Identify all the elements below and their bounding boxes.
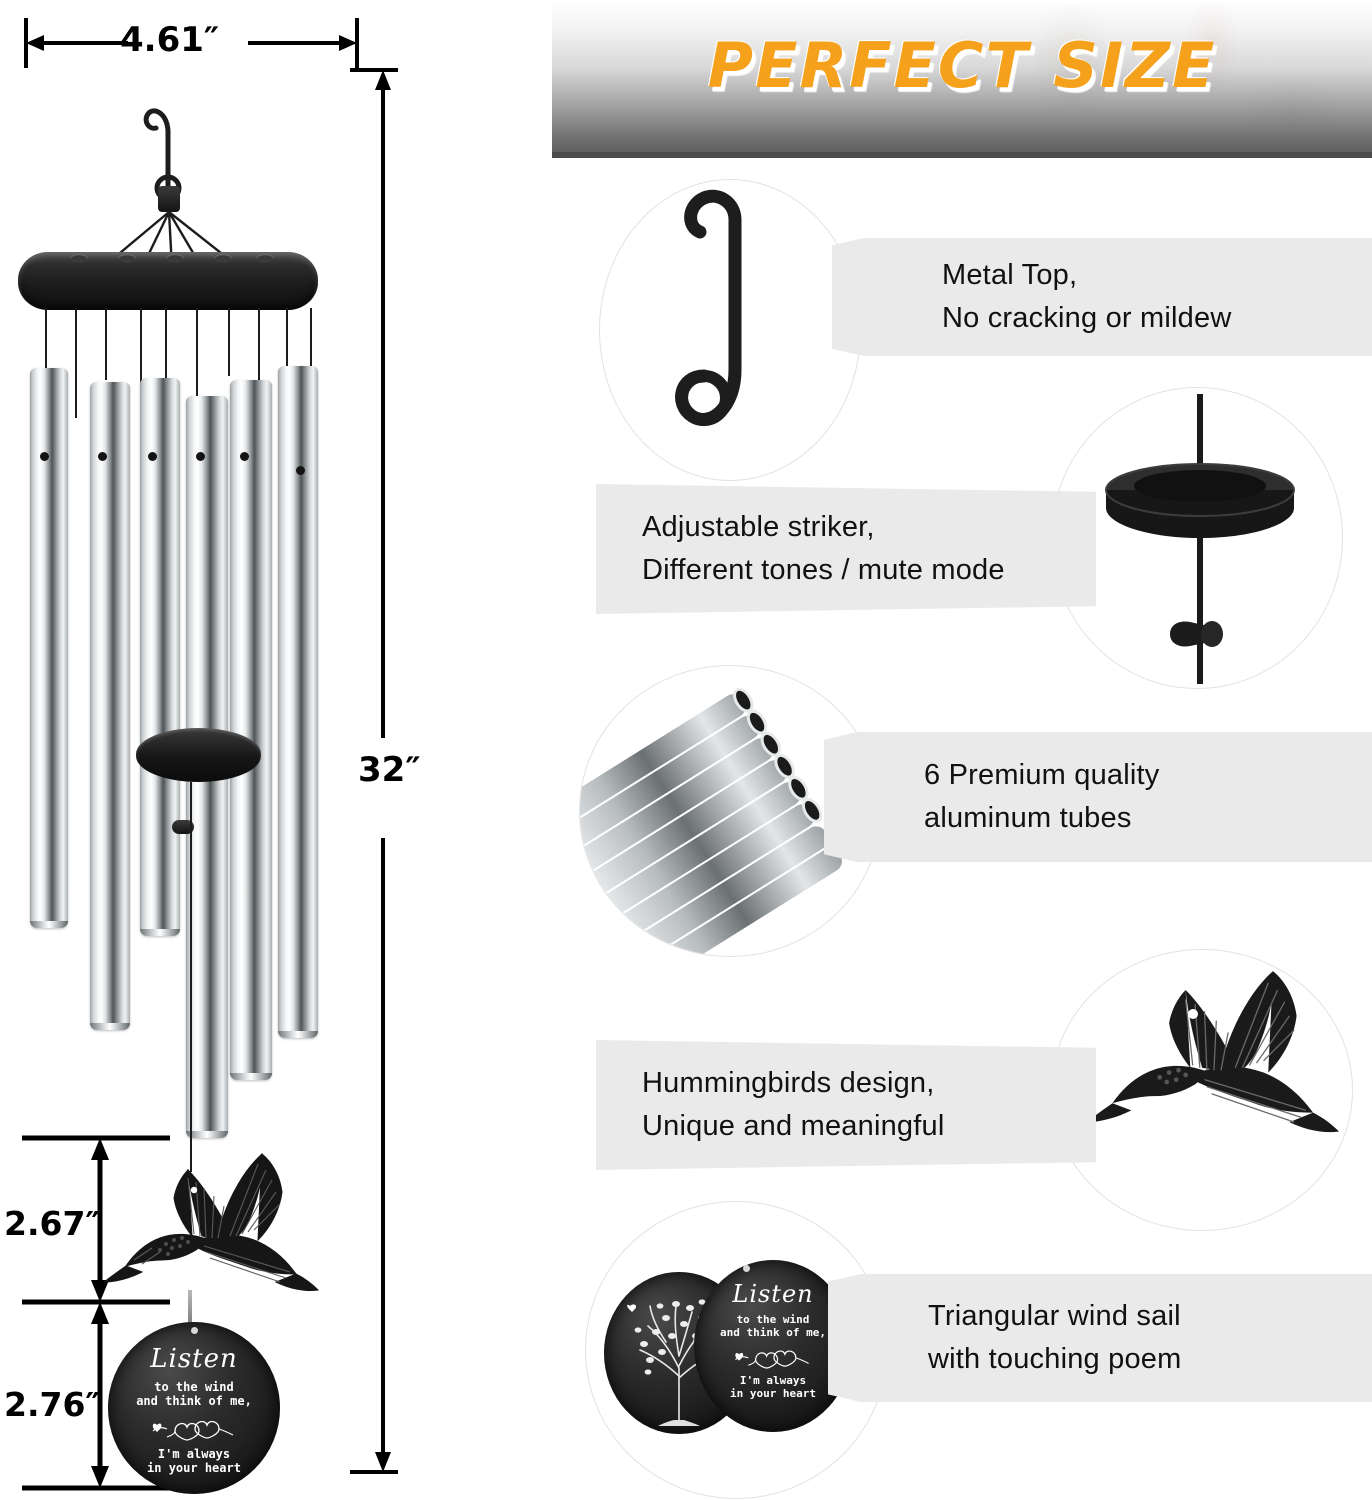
ornament-link <box>188 1290 192 1326</box>
striker-photo <box>1052 388 1342 688</box>
poem-line-4: in your heart <box>729 1387 817 1400</box>
disc-hole <box>628 1277 636 1284</box>
tube-wire <box>45 308 47 370</box>
sail-dimension-label: 2.76″ <box>4 1385 101 1424</box>
tube-knot <box>240 452 249 461</box>
callout-metal-top-line2: No cracking or mildew <box>942 302 1232 334</box>
tube-wire <box>105 308 107 380</box>
wind-sail-poem-disc: Listen to the wind and think of me, I'm … <box>694 1260 852 1432</box>
poem-disc: Listen to the wind and think of me, I'm … <box>108 1322 280 1494</box>
hearts-icon <box>152 1420 234 1441</box>
tube-knot <box>296 466 305 475</box>
tube-knot <box>98 452 107 461</box>
ornament-dimension-label: 2.67″ <box>4 1204 101 1243</box>
ornament-dimension-line <box>0 1135 170 1491</box>
tube-wire <box>286 308 288 370</box>
callout-tubes-line2: aluminum tubes <box>924 802 1132 834</box>
suspension-wires <box>101 211 241 269</box>
callout-wind-sail: Triangular wind sail with touching poem <box>828 1274 1372 1402</box>
dimension-drawing: 4.61″ 32″ 2.67″ 2.76″ <box>0 0 550 1500</box>
feature-callout-column: Metal Top, No cracking or mildew Adjusta… <box>552 160 1372 1500</box>
hummingbird-ornament <box>102 1152 320 1291</box>
height-dimension-line <box>350 68 398 1474</box>
width-dimension-label: 4.61″ <box>120 20 220 60</box>
poem-line-2: and think of me, <box>720 1326 826 1339</box>
callout-tubes: 6 Premium quality aluminum tubes <box>824 732 1372 862</box>
callout-striker-line1: Adjustable striker, <box>642 511 875 544</box>
chime-tube <box>230 380 272 1080</box>
callout-wind-sail-line2: with touching poem <box>928 1343 1182 1375</box>
callout-hummingbird-line2: Unique and meaningful <box>642 1110 945 1142</box>
poem-line-1: to the wind <box>736 1313 810 1326</box>
center-cord <box>190 782 192 1172</box>
chime-tube <box>30 368 68 928</box>
poem-line-3: I'm always <box>157 1447 231 1461</box>
poem-word-listen: Listen <box>732 1280 814 1308</box>
callout-striker-line2: Different tones / mute mode <box>642 554 1005 586</box>
poem-line-2: and think of me, <box>136 1394 252 1408</box>
tube-wire <box>196 308 198 430</box>
metal-top-cap <box>18 252 318 310</box>
poem-line-3: I'm always <box>739 1374 807 1387</box>
striker-disc <box>136 728 261 782</box>
tube-wire <box>228 308 230 376</box>
tube-knot <box>196 452 205 461</box>
poem-line-4: in your heart <box>147 1461 241 1475</box>
hummingbird-photo <box>1052 950 1352 1230</box>
striker-stopper <box>172 820 194 834</box>
callout-wind-sail-line1: Triangular wind sail <box>928 1300 1181 1333</box>
hearts-icon <box>735 1350 809 1369</box>
callout-hummingbird: Hummingbirds design, Unique and meaningf… <box>596 1040 1096 1170</box>
tube-wire <box>140 308 142 426</box>
tube-wire <box>75 308 77 418</box>
banner-underline <box>552 152 1372 158</box>
callout-metal-top: Metal Top, No cracking or mildew <box>832 238 1372 356</box>
tube-wire <box>165 308 167 386</box>
width-dimension-line <box>24 18 359 72</box>
poem-line-1: to the wind <box>154 1380 234 1394</box>
callout-hummingbird-line1: Hummingbirds design, <box>642 1067 935 1100</box>
banner-title: PERFECT SIZE <box>707 29 1217 102</box>
callout-metal-top-line1: Metal Top, <box>942 259 1078 292</box>
tube-wire <box>258 308 260 422</box>
chime-tube <box>90 382 130 1030</box>
tube-knot <box>40 452 49 461</box>
disc-hole <box>742 1265 750 1272</box>
chime-tube <box>278 366 318 1038</box>
header-banner: PERFECT SIZE <box>552 3 1372 158</box>
banner-background-texture <box>952 3 1372 158</box>
disc-hole <box>190 1327 198 1334</box>
poem-word-listen: Listen <box>150 1344 238 1374</box>
metal-top-photo <box>600 180 860 480</box>
tube-knot <box>148 452 157 461</box>
height-dimension-label: 32″ <box>358 750 421 790</box>
chime-tube <box>140 378 180 936</box>
tube-wire <box>310 308 312 404</box>
hook-collar <box>158 186 180 212</box>
wind-chime-illustration: Listen to the wind and think of me, I'm … <box>0 0 360 1500</box>
callout-tubes-line1: 6 Premium quality <box>924 759 1160 792</box>
callout-striker: Adjustable striker, Different tones / mu… <box>596 484 1096 614</box>
